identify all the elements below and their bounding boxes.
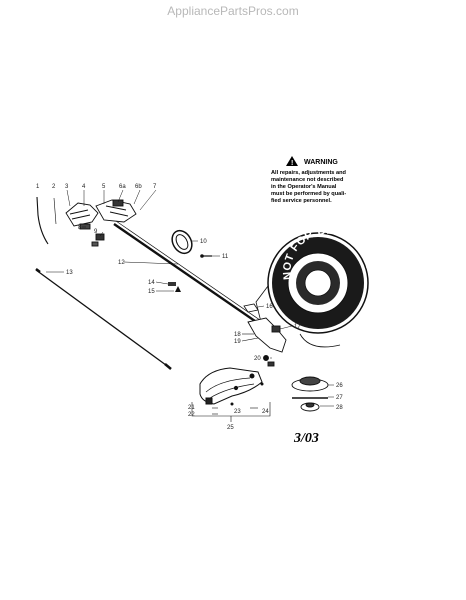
part-label-15: 15 bbox=[148, 289, 155, 295]
part-label-24: 24 bbox=[262, 409, 269, 415]
part-number-labels: 1 2 3 4 5 6a 6b 7 8 9 10 11 12 13 14 15 … bbox=[36, 184, 343, 431]
warning-line-2: maintenance not described bbox=[271, 177, 344, 183]
part-label-7: 7 bbox=[153, 184, 157, 190]
part-label-26: 26 bbox=[336, 383, 343, 389]
part-label-10: 10 bbox=[200, 239, 207, 245]
part-label-16: 16 bbox=[266, 304, 273, 310]
warning-title: WARNING bbox=[304, 159, 338, 166]
part-label-21: 21 bbox=[188, 405, 195, 411]
drive-shaft bbox=[113, 223, 269, 331]
part-label-20: 20 bbox=[254, 356, 261, 362]
part-label-6b: 6b bbox=[135, 184, 142, 190]
part-label-3: 3 bbox=[65, 184, 69, 190]
part-label-28: 28 bbox=[336, 405, 343, 411]
gear-head bbox=[247, 317, 287, 367]
warning-line-1: All repairs, adjustments and bbox=[271, 170, 346, 176]
part-label-11: 11 bbox=[222, 254, 229, 260]
part-label-2: 2 bbox=[52, 184, 56, 190]
revision-date: 3/03 bbox=[293, 431, 319, 446]
site-watermark: AppliancePartsPros.com bbox=[167, 4, 299, 18]
part-cable bbox=[36, 196, 49, 245]
handle-clamp bbox=[171, 229, 193, 255]
part-label-18: 18 bbox=[234, 332, 241, 338]
warning-triangle-icon bbox=[286, 156, 298, 166]
warning-line-5: fied service personnel. bbox=[271, 198, 332, 204]
part-label-25: 25 bbox=[227, 425, 234, 431]
svg-text:!: ! bbox=[291, 160, 293, 167]
warning-block: ! WARNING All repairs, adjustments and m… bbox=[271, 156, 346, 204]
part-label-17: 17 bbox=[294, 324, 301, 330]
warning-line-3: in the Operator's Manual bbox=[271, 184, 337, 190]
leader-lines bbox=[46, 189, 334, 407]
part-label-5: 5 bbox=[102, 184, 106, 190]
part-label-23: 23 bbox=[234, 409, 241, 415]
part-label-9: 9 bbox=[94, 229, 98, 235]
part-label-12: 12 bbox=[118, 260, 125, 266]
trimmer-head bbox=[291, 376, 329, 412]
part-label-13: 13 bbox=[66, 270, 73, 276]
part-label-4: 4 bbox=[82, 184, 86, 190]
part-label-8: 8 bbox=[78, 225, 82, 231]
grass-shield bbox=[199, 367, 263, 405]
flex-drive-cable bbox=[35, 269, 171, 369]
part-label-22: 22 bbox=[188, 412, 195, 418]
warning-line-4: must be performed by quali- bbox=[271, 191, 346, 197]
part-label-14: 14 bbox=[148, 280, 155, 286]
part-label-19: 19 bbox=[234, 339, 241, 345]
part-label-27: 27 bbox=[336, 395, 343, 401]
engine-housing bbox=[65, 199, 137, 247]
guard-disc: NOT FOR BLADE USE bbox=[267, 225, 375, 334]
part-label-6a: 6a bbox=[119, 184, 126, 190]
part-label-1: 1 bbox=[36, 184, 40, 190]
